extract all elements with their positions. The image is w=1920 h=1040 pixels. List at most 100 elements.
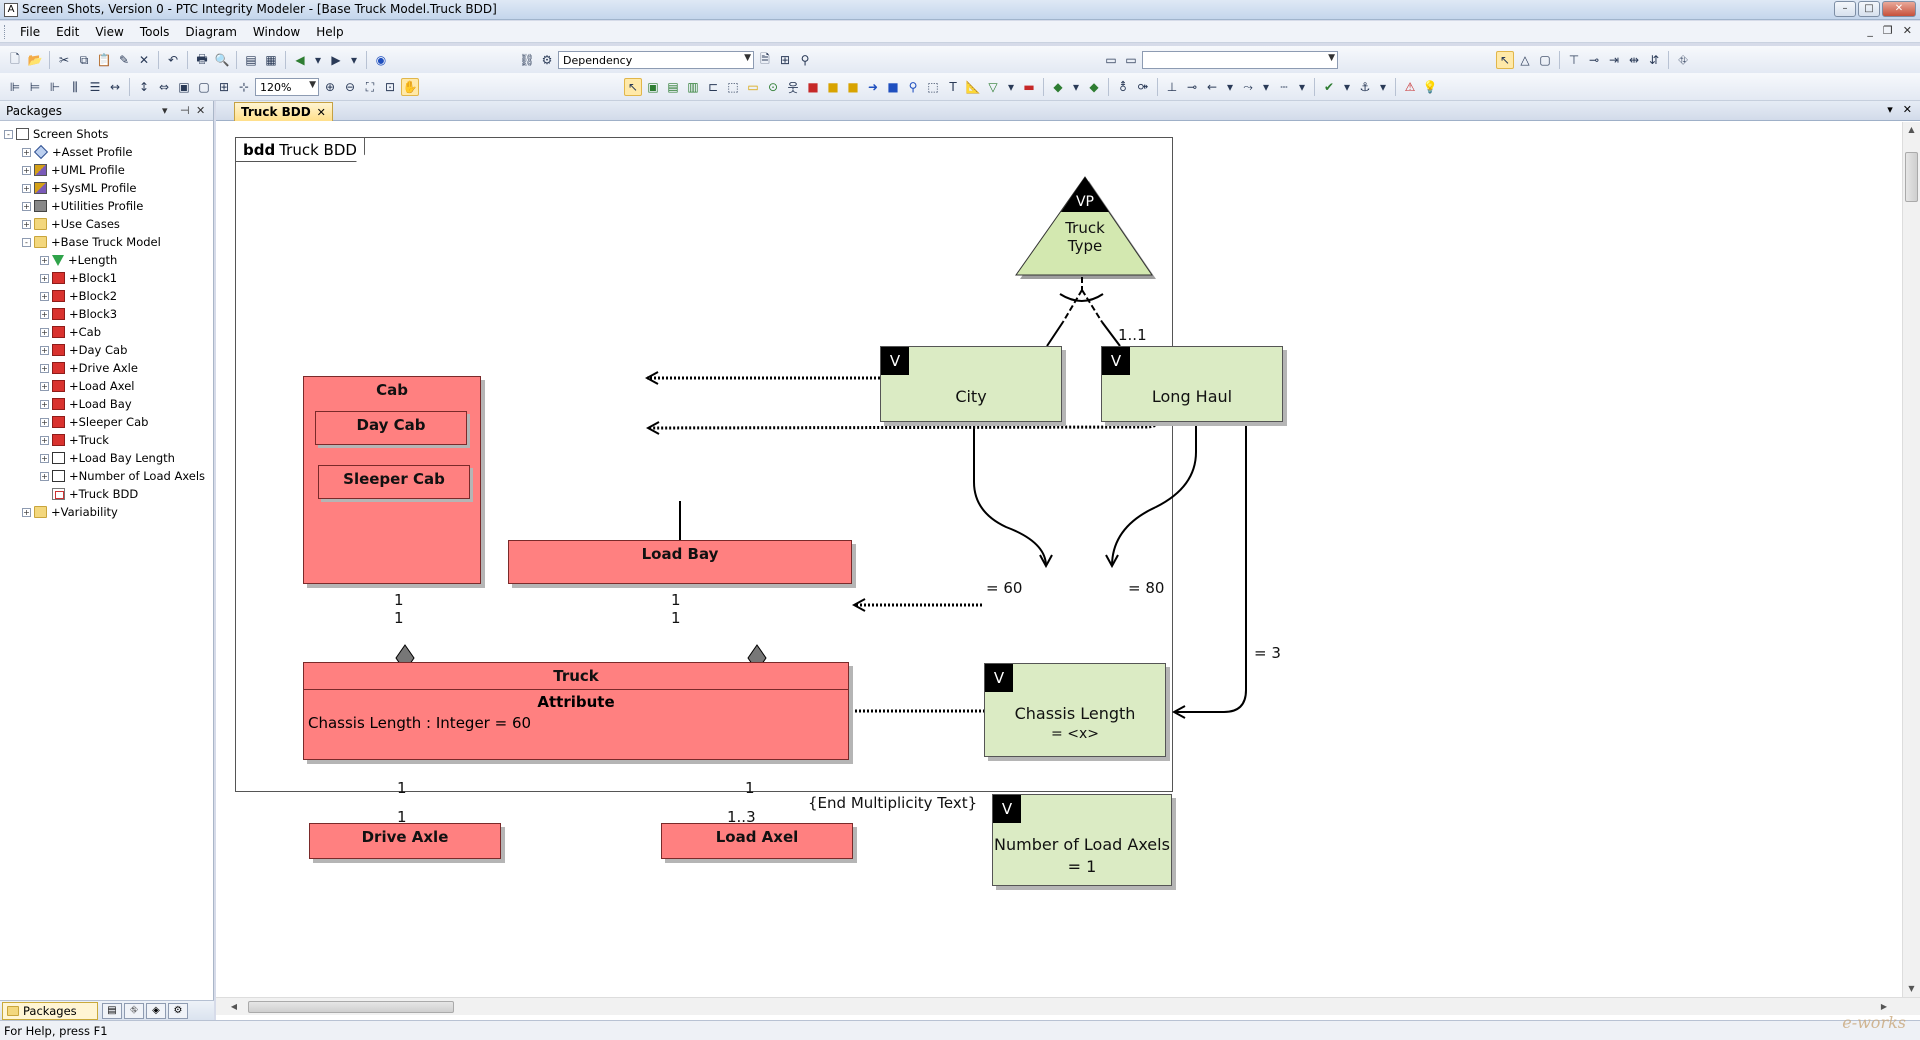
same-width-icon[interactable]: ↔ [109,80,121,94]
block-truck[interactable]: Truck Attribute Chassis Length : Integer… [303,662,849,760]
frame-icon[interactable]: ⬚ [927,80,939,94]
zoom-out-icon[interactable]: ⊖ [344,80,356,94]
scroll-left-icon[interactable]: ◀ [230,1002,238,1011]
same-size-icon[interactable]: ⇔ [158,80,170,94]
tree-item[interactable]: ++Utilities Profile [4,197,210,215]
aggregation-icon[interactable]: ◆ [1053,80,1063,94]
realization-icon[interactable]: ⚩ [1137,80,1149,94]
context-combo[interactable]: ▼ [1142,51,1338,69]
tree-item[interactable]: ++Day Cab [4,341,210,359]
dashed-line-icon[interactable]: ┄ [1280,80,1288,94]
instance-icon[interactable]: ⊙ [767,80,779,94]
anchor-dropdown-icon[interactable]: ▾ [1379,80,1387,94]
part-sleeper-cab[interactable]: Sleeper Cab [318,465,470,499]
triangle-tool-icon[interactable]: △ [1520,53,1530,67]
variant-chassis-length[interactable]: V Chassis Length = <x> [984,663,1166,757]
expand-icon[interactable]: + [22,201,31,211]
expand-icon[interactable]: + [22,165,31,175]
dependency-icon[interactable]: ← [1206,80,1218,94]
panel-dropdown-icon[interactable]: ▾ [162,104,168,117]
variant-long-haul[interactable]: V Long Haul [1101,346,1283,422]
forward-icon[interactable]: ▶ [331,53,341,67]
expand-icon[interactable]: + [40,417,49,427]
menu-window[interactable]: Window [252,25,301,39]
expand-icon[interactable]: + [22,147,31,157]
close-button[interactable]: ✕ [1882,1,1916,17]
block-load-bay[interactable]: Load Bay [508,540,852,584]
tree-item[interactable]: ++Block1 [4,269,210,287]
expand-icon[interactable]: + [40,399,49,409]
relation-tool-icon[interactable]: ⚙ [541,53,553,67]
expand-icon[interactable]: + [40,471,49,481]
align-top-icon[interactable]: ⊤ [1568,53,1580,67]
relation-type-combo[interactable]: Dependency▼ [558,51,754,69]
align-left-icon[interactable]: ⊫ [9,80,21,94]
new-icon[interactable]: 🗋 [10,51,20,66]
print-icon[interactable]: 🖶 [196,51,208,66]
horizontal-scrollbar[interactable]: ◀ ▶ [216,997,1920,1015]
same-height-icon[interactable]: ↕ [138,80,150,94]
snap-icon[interactable]: ⊹ [238,80,250,94]
tree-item[interactable]: ++SysML Profile [4,179,210,197]
view-right-icon[interactable]: ▭ [1125,53,1137,67]
tree-item[interactable]: +Truck BDD [4,485,210,503]
tab-truck-bdd[interactable]: Truck BDD ✕ [234,102,333,121]
expand-icon[interactable]: + [22,507,31,517]
add-relation-icon[interactable]: 🗎 [760,51,770,66]
aggregation-dropdown-icon[interactable]: ▾ [1072,80,1080,94]
variation-point-truck-type[interactable] [1015,176,1156,279]
collapse-icon[interactable]: - [22,237,31,247]
composition-icon[interactable]: ◆ [1089,80,1099,94]
trace-icon[interactable]: ⤳ [1243,79,1253,94]
block-tool-icon[interactable]: ▣ [647,80,659,94]
print-preview-icon[interactable]: 🔍 [214,53,230,67]
tree-item[interactable]: ++Asset Profile [4,143,210,161]
tree-item[interactable]: ++Truck [4,431,210,449]
binding-longhaul-chassis[interactable] [1112,409,1197,566]
vertical-scrollbar[interactable]: ▲ ▼ [1902,122,1920,997]
grid-icon[interactable]: ⊞ [218,80,230,94]
tree-item[interactable]: -+Base Truck Model [4,233,210,251]
comment-icon[interactable]: ■ [847,80,859,94]
tabs-dropdown-icon[interactable]: ▾ [1887,103,1893,116]
tree-item[interactable]: ++Variability [4,503,210,521]
distribute-v-icon[interactable]: ☰ [89,80,101,94]
diagram-canvas[interactable]: bdd Truck BDD VP Truck Type [216,122,1902,997]
expand-icon[interactable]: + [40,435,49,445]
mdi-minimize-icon[interactable]: _ [1867,24,1873,37]
pan-icon[interactable]: ✋ [401,78,419,96]
tree-item[interactable]: -Screen Shots [4,125,210,143]
space-across-icon[interactable]: ⇹ [1628,53,1640,67]
vertical-scroll-thumb[interactable] [1905,152,1918,202]
association-icon[interactable]: ⊥ [1166,80,1178,94]
expand-icon[interactable]: + [40,309,49,319]
binding-longhaul-axels[interactable] [1174,409,1247,712]
minimize-button[interactable]: – [1834,1,1856,17]
menu-help[interactable]: Help [316,25,344,39]
layout-icon[interactable]: ⛗ [1678,52,1688,67]
stereotype-icon[interactable]: ▬ [1023,80,1035,94]
block-drive-axle[interactable]: Drive Axle [309,823,501,859]
vp-dropdown-icon[interactable]: ▾ [1007,80,1015,94]
menu-view[interactable]: View [95,25,124,39]
expand-icon[interactable]: + [40,381,49,391]
truck-attribute-chassis-length[interactable]: Chassis Length : Integer = 60 [308,714,532,732]
hierarchy-icon[interactable]: ⊞ [779,53,791,67]
mdi-close-icon[interactable]: ✕ [1902,24,1912,37]
expand-icon[interactable]: + [40,327,49,337]
undo-icon[interactable]: ↶ [167,53,179,67]
warning-icon[interactable]: ⚠ [1404,80,1416,94]
tree-item[interactable]: ++Use Cases [4,215,210,233]
expand-icon[interactable]: + [40,255,49,265]
actor-icon[interactable]: 웃 [787,80,799,95]
constraint-block-icon[interactable]: ▤ [667,80,679,94]
port-icon[interactable]: ■ [887,80,899,94]
tree-item[interactable]: ++Drive Axle [4,359,210,377]
hierarchy-tab-icon[interactable]: ⛗ [124,1003,144,1019]
trace-dropdown-icon[interactable]: ▾ [1262,80,1270,94]
expand-icon[interactable]: + [40,363,49,373]
menu-diagram[interactable]: Diagram [185,25,237,39]
zoom-in-icon[interactable]: ⊕ [324,80,336,94]
menu-edit[interactable]: Edit [56,25,80,39]
block-load-axel[interactable]: Load Axel [661,823,853,859]
